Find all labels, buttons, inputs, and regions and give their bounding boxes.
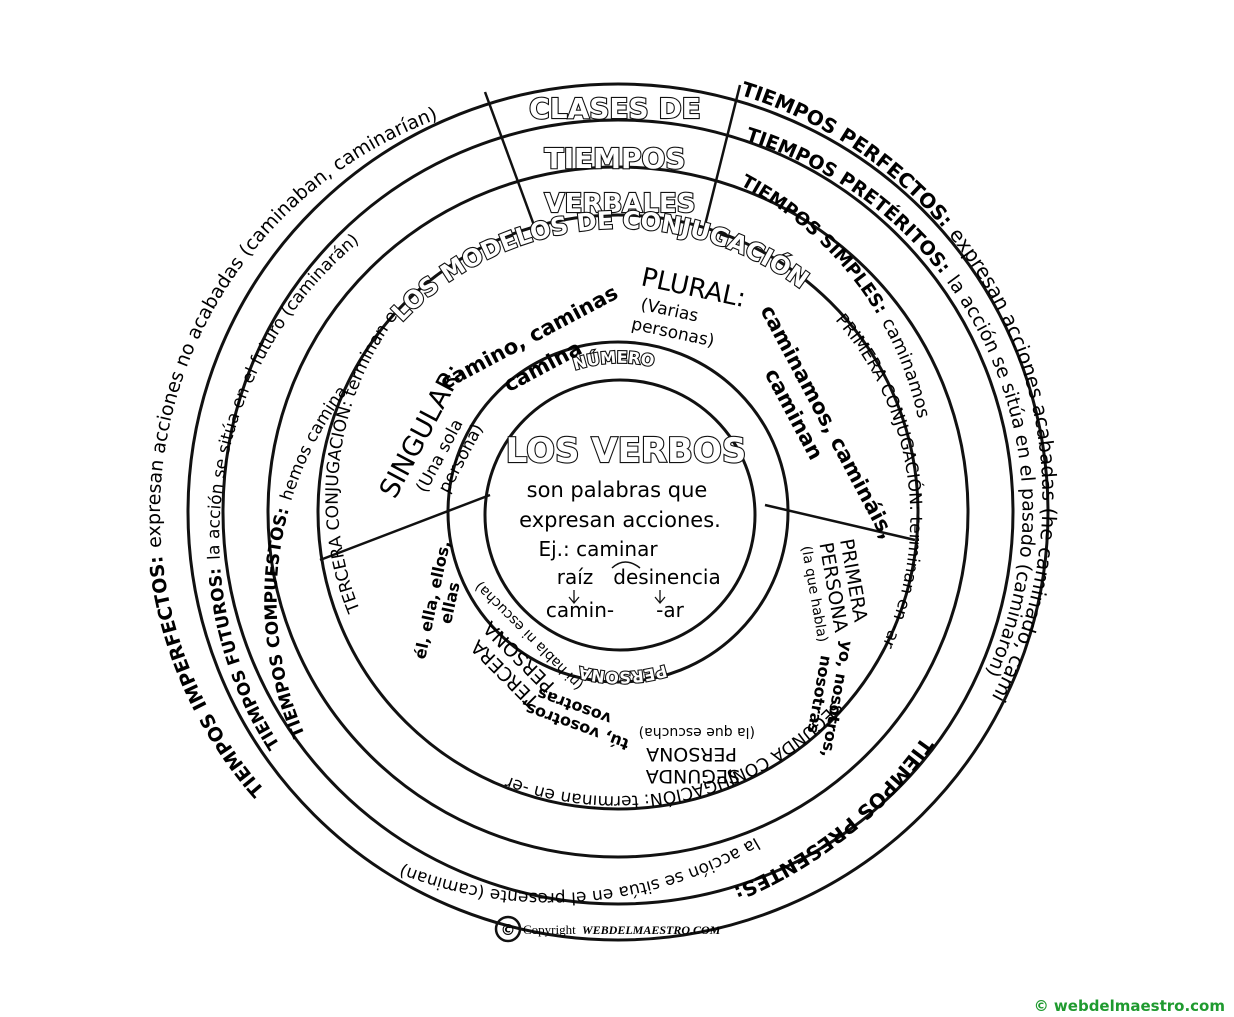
persona-label: PERSONA [576,661,669,687]
center-ar: -ar [656,598,684,622]
divider-right [764,503,916,542]
center-raiz: raíz [557,565,594,589]
segunda-persona-2: PERSONA [646,743,737,765]
plural-group: PLURAL: (Varias personas) [630,263,749,352]
copyright-symbol: © [501,921,516,939]
example-caret [611,561,641,569]
outer-ring [186,82,1050,942]
copyright-label: Copyright [523,922,576,937]
center-example: Ej.: caminar [538,537,658,561]
segunda-persona-note: (la que escucha) [639,724,755,740]
numero-label: NÚMERO [571,348,656,374]
center-camin: camin- [546,598,614,622]
copyright-site: WEBDELMAESTRO.COM [582,923,721,937]
header-divider-left [483,91,537,229]
center-line-2: expresan acciones. [519,508,721,532]
center-line-1: son palabras que [527,478,708,502]
third-ring [266,165,970,859]
divider-left [319,493,491,562]
copyright-icon [494,915,522,943]
brand-watermark[interactable]: © webdelmaestro.com [1034,997,1225,1015]
center-desinencia: desinencia [613,565,720,589]
desinencia-arrow [654,590,666,605]
center-ring [483,378,757,652]
header-tiempos: TIEMPOS [545,142,686,175]
header-verbales: VERBALES [545,189,696,219]
tercera-pron-group: él, ella, ellos, ellas [410,539,463,661]
segunda-persona-1: SEGUNDA [646,765,740,787]
persona-text: PERSONA [576,661,669,687]
primera-persona-group: PRIMERA PERSONA (la que habla) [798,537,872,643]
second-ring [221,118,1015,906]
conjugation-ring [316,213,920,811]
header-divider-right [703,84,742,226]
header-clases: CLASES DE [529,92,701,125]
compuestos-text: hemos caminado [0,0,352,503]
segunda-persona-group: SEGUNDA PERSONA (la que escucha) [639,724,755,787]
numero-text: NÚMERO [571,348,656,374]
raiz-arrow [568,590,580,605]
center-title: LOS VERBOS [506,431,747,471]
